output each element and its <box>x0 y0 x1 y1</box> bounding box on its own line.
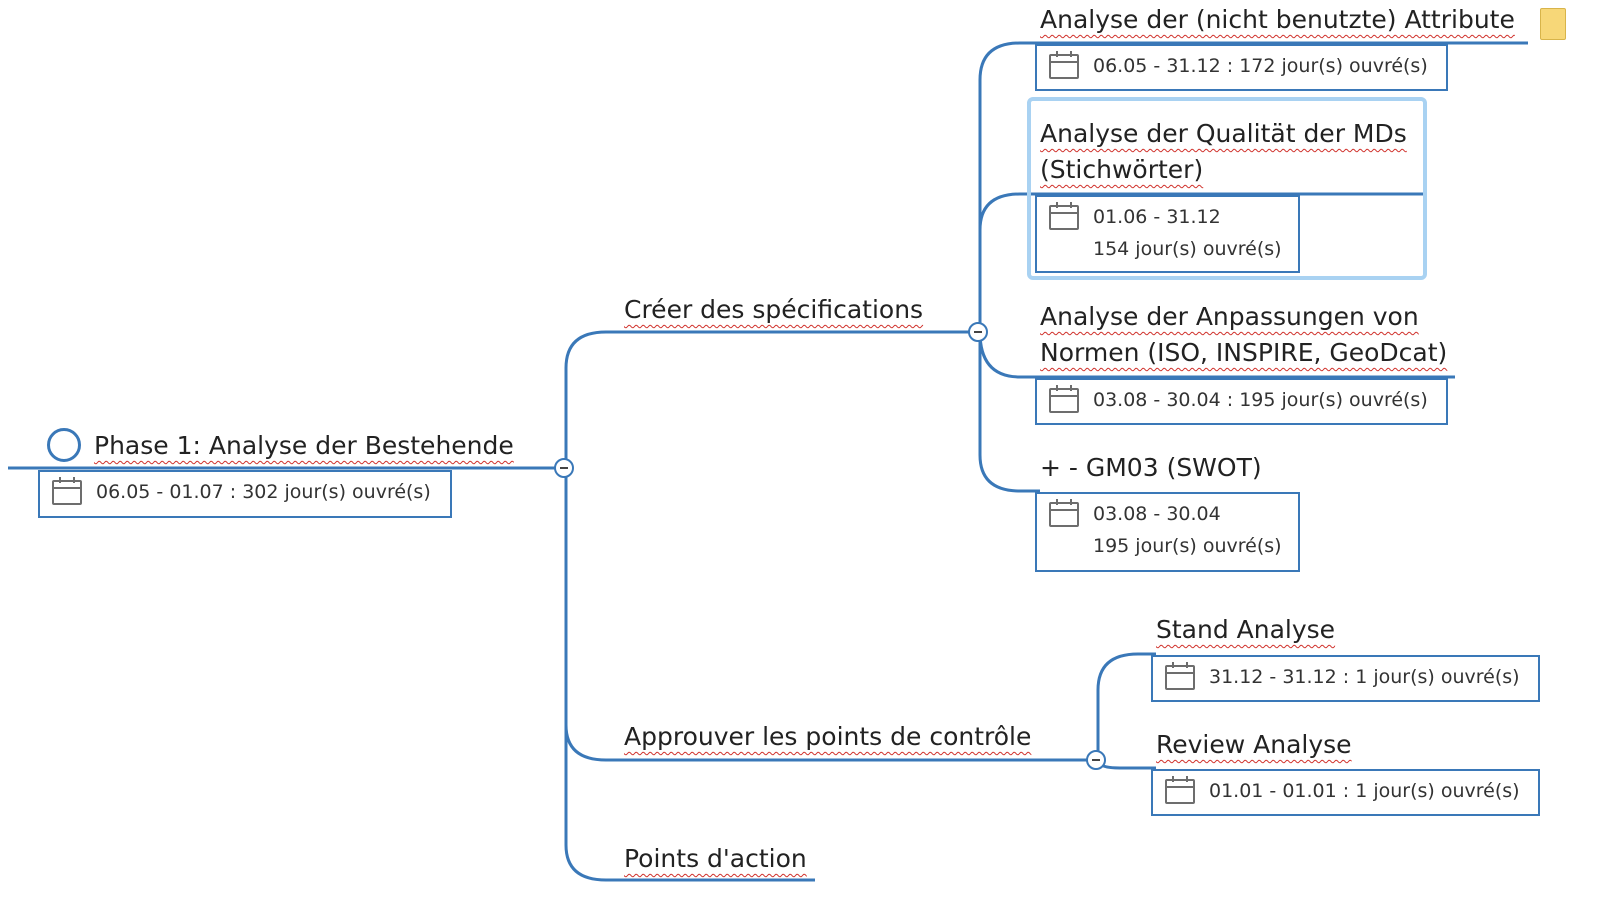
connector-spec-2 <box>978 192 1424 332</box>
spec-2-dates-box[interactable]: 01.06 - 31.12 154 jour(s) ouvré(s) <box>1035 195 1300 273</box>
spec-3-title-line2[interactable]: Normen (ISO, INSPIRE, GeoDcat) <box>1040 338 1448 367</box>
spec-3-dates-box[interactable]: 03.08 - 30.04 : 195 jour(s) ouvré(s) <box>1035 378 1448 425</box>
spec-2-title-line2[interactable]: (Stichwörter) <box>1040 155 1204 184</box>
root-dates-box[interactable]: 06.05 - 01.07 : 302 jour(s) ouvré(s) <box>38 470 452 518</box>
spec-2-dates-line2: 154 jour(s) ouvré(s) <box>1093 238 1282 260</box>
root-circle-icon <box>47 428 81 462</box>
connector-spec-4 <box>978 332 1040 493</box>
spec-1-dates-box[interactable]: 06.05 - 31.12 : 172 jour(s) ouvré(s) <box>1035 44 1448 91</box>
root-dates-text: 06.05 - 01.07 : 302 jour(s) ouvré(s) <box>96 481 431 503</box>
connector-approve-2 <box>1096 759 1156 770</box>
note-icon[interactable] <box>1540 8 1566 40</box>
calendar-icon <box>1049 202 1079 230</box>
specs-collapse-button[interactable] <box>968 322 988 342</box>
approve-1-dates-text: 31.12 - 31.12 : 1 jour(s) ouvré(s) <box>1209 666 1520 688</box>
branch-actions-title[interactable]: Points d'action <box>624 844 807 873</box>
spec-4-dates-line1: 03.08 - 30.04 <box>1093 503 1221 525</box>
connector-to-approve <box>564 468 1098 762</box>
approve-collapse-button[interactable] <box>1086 750 1106 770</box>
spec-4-dates-box[interactable]: 03.08 - 30.04 195 jour(s) ouvré(s) <box>1035 492 1300 572</box>
spec-1-title[interactable]: Analyse der (nicht benutzte) Attribute <box>1040 5 1515 34</box>
approve-1-dates-box[interactable]: 31.12 - 31.12 : 1 jour(s) ouvré(s) <box>1151 655 1540 702</box>
connector-to-actions <box>564 725 815 882</box>
calendar-icon <box>52 477 82 505</box>
calendar-icon <box>1165 662 1195 690</box>
approve-2-title[interactable]: Review Analyse <box>1156 730 1352 759</box>
calendar-icon <box>1049 385 1079 413</box>
spec-3-dates-text: 03.08 - 30.04 : 195 jour(s) ouvré(s) <box>1093 389 1428 411</box>
connector-spec-1 <box>978 41 1528 332</box>
spec-2-title-line1[interactable]: Analyse der Qualität der MDs <box>1040 119 1407 148</box>
spec-4-dates-line2: 195 jour(s) ouvré(s) <box>1093 535 1282 557</box>
connector-to-specs <box>564 330 980 468</box>
spec-1-dates-text: 06.05 - 31.12 : 172 jour(s) ouvré(s) <box>1093 55 1428 77</box>
approve-2-dates-text: 01.01 - 01.01 : 1 jour(s) ouvré(s) <box>1209 780 1520 802</box>
root-topic-title[interactable]: Phase 1: Analyse der Bestehende <box>94 431 514 460</box>
approve-2-dates-box[interactable]: 01.01 - 01.01 : 1 jour(s) ouvré(s) <box>1151 769 1540 816</box>
calendar-icon <box>1049 499 1079 527</box>
calendar-icon <box>1165 776 1195 804</box>
connector-approve-1 <box>1096 652 1156 760</box>
spec-2-dates-line1: 01.06 - 31.12 <box>1093 206 1221 228</box>
selection-highlight <box>1027 97 1427 280</box>
spec-3-title-line1[interactable]: Analyse der Anpassungen von <box>1040 302 1419 331</box>
branch-specs-title[interactable]: Créer des spécifications <box>624 295 924 324</box>
calendar-icon <box>1049 51 1079 79</box>
root-collapse-button[interactable] <box>554 458 574 478</box>
branch-approve-title[interactable]: Approuver les points de contrôle <box>624 722 1032 751</box>
spec-4-title[interactable]: + - GM03 (SWOT) <box>1040 453 1262 482</box>
approve-1-title[interactable]: Stand Analyse <box>1156 615 1336 644</box>
